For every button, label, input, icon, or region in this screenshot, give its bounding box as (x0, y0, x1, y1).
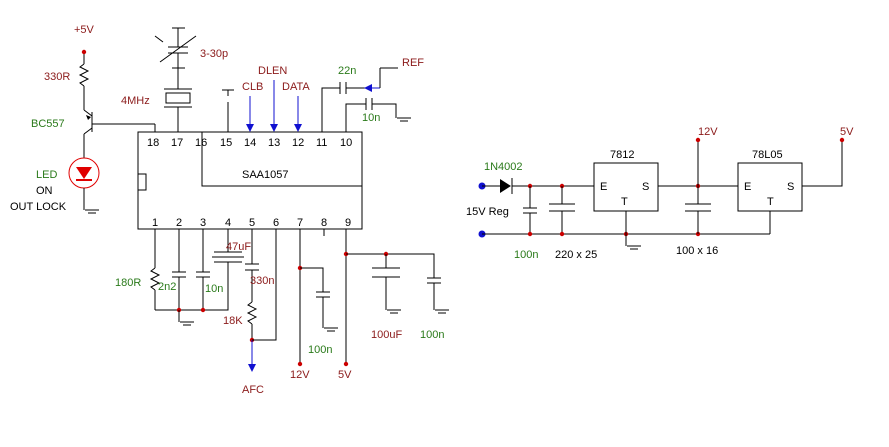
c330n-label: 330n (250, 275, 274, 287)
c220x25-label: 220 x 25 (555, 249, 597, 261)
resistor-180r (149, 267, 161, 291)
ref-label: REF (402, 57, 424, 69)
reg78l05-label: 78L05 (752, 149, 783, 161)
clb-arrow-icon (246, 124, 254, 132)
reg7812-label: 7812 (610, 149, 634, 161)
reg7812-pin-s: S (642, 181, 649, 193)
resistor-330r (78, 63, 90, 87)
ref-arrow-icon (364, 84, 372, 92)
v12-bot-label: 12V (290, 369, 310, 381)
reg78l05-pin-s: S (787, 181, 794, 193)
pin-4: 4 (225, 217, 231, 229)
reg7812-pin-e: E (600, 181, 607, 193)
c22n-label: 22n (338, 65, 356, 77)
trimmer-label: 3-30p (200, 48, 228, 60)
pin-1: 1 (152, 217, 158, 229)
pin-13: 13 (268, 137, 280, 149)
c100n-ps-label: 100n (514, 249, 538, 261)
oscillator-section: 3-30p 4MHz (121, 27, 234, 132)
saa1057-chip: SAA1057 18 17 16 15 14 13 12 11 10 1 2 3… (137, 131, 363, 230)
crystal-4mhz (165, 92, 191, 104)
clb-label: CLB (242, 81, 263, 93)
ground-icon (386, 309, 402, 314)
reg78l05-pin-e: E (744, 181, 751, 193)
pin-15: 15 (220, 137, 232, 149)
diode-label: 1N4002 (484, 161, 523, 173)
r330-label: 330R (44, 71, 70, 83)
v5-bot-label: 5V (338, 369, 352, 381)
ground-icon (179, 321, 195, 326)
ground-icon (84, 209, 100, 214)
afc-arrow-icon (248, 364, 256, 372)
ground-icon (434, 309, 450, 314)
pin-11: 11 (316, 137, 327, 149)
c2n2-label: 2n2 (158, 281, 176, 293)
reg78l05-pin-t: T (767, 196, 774, 208)
pin-9: 9 (345, 217, 351, 229)
control-bus: CLB DLEN DATA (242, 65, 310, 132)
pin-8: 8 (321, 217, 327, 229)
c100n-mid-label: 100n (308, 344, 332, 356)
pin-3: 3 (200, 217, 206, 229)
v12-top-label: 12V (698, 126, 718, 138)
transistor-bc557 (83, 109, 156, 135)
v5-top-label: 5V (840, 126, 854, 138)
crystal-label: 4MHz (121, 95, 150, 107)
c100x16-label: 100 x 16 (676, 245, 718, 257)
led-label: LED (36, 169, 57, 181)
led-indicator (68, 157, 100, 189)
data-label: DATA (282, 81, 310, 93)
reg7812-pin-t: T (621, 196, 628, 208)
dlen-arrow-icon (270, 124, 278, 132)
plus5v-label: +5V (74, 24, 95, 36)
r18k-label: 18K (223, 315, 243, 327)
bc557-label: BC557 (31, 118, 65, 130)
resistor-18k (246, 301, 258, 325)
pin-6: 6 (273, 217, 279, 229)
pin-17: 17 (171, 137, 183, 149)
pin-7: 7 (297, 217, 303, 229)
pin-16: 16 (195, 137, 207, 149)
on-label: ON (36, 185, 53, 197)
outlock-label: OUT LOCK (10, 201, 67, 213)
diode-1n4002 (500, 179, 511, 193)
r180-label: 180R (115, 277, 141, 289)
pin-5: 5 (249, 217, 255, 229)
dlen-label: DLEN (258, 65, 287, 77)
ground-icon (396, 117, 412, 122)
chip-label: SAA1057 (242, 169, 288, 181)
c47u-label: 47uF (226, 241, 251, 253)
ground-icon (626, 245, 642, 250)
pin-2: 2 (176, 217, 182, 229)
afc-label: AFC (242, 384, 264, 396)
c100n-right-label: 100n (420, 329, 444, 341)
pin-18: 18 (147, 137, 159, 149)
c10n-top-label: 10n (362, 112, 380, 124)
pin-12: 12 (292, 137, 304, 149)
pin-10: 10 (340, 137, 352, 149)
loop-filter-section: 180R 2n2 10n 47uF 330n 18K (115, 229, 450, 396)
ref-input-section: 22n REF 10n (321, 57, 424, 132)
c100uF-label: 100uF (371, 329, 402, 341)
v15reg-label: 15V Reg (466, 206, 509, 218)
c10n-bot-label: 10n (205, 283, 223, 295)
data-arrow-icon (294, 124, 302, 132)
power-supply-section: 1N4002 15V Reg 100n 220 x 25 7812 E S T (466, 126, 854, 261)
ground-icon (323, 327, 339, 332)
led-driver-section: +5V 330R BC557 LED ON OUT LOCK (10, 24, 156, 214)
pin-14: 14 (244, 137, 256, 149)
